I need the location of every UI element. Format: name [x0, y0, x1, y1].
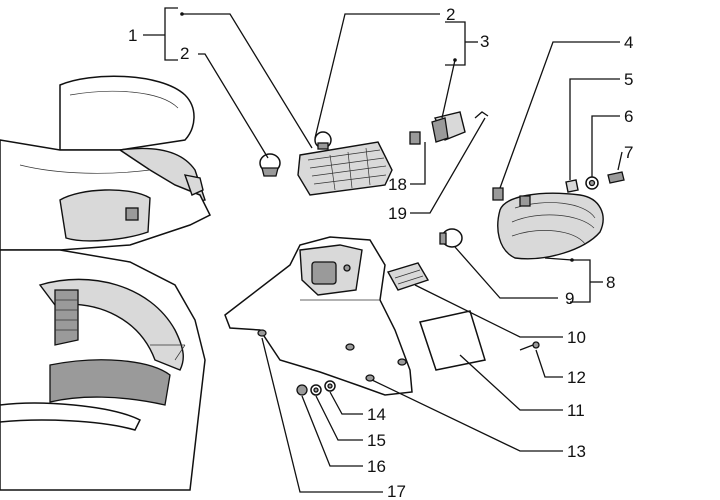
- callout-3: 3: [480, 32, 489, 51]
- callout-2: 2: [180, 44, 189, 63]
- callout-19: 19: [388, 204, 407, 223]
- callout-15: 15: [367, 431, 386, 450]
- callout-11: 11: [567, 401, 585, 420]
- callout-14: 14: [367, 405, 386, 424]
- callout-5: 5: [624, 70, 633, 89]
- callout-9: 9: [565, 289, 574, 308]
- callout-labels: 1 2 2 3 4 5 6 7 8 9 10 11 12 13 14 15 16…: [128, 5, 633, 500]
- callout-16: 16: [367, 457, 386, 476]
- scooter-body-outline: [0, 75, 212, 491]
- lamp-assembly-front: [297, 131, 393, 196]
- callout-7: 7: [624, 143, 633, 162]
- rear-fender-holder: [224, 236, 540, 396]
- callout-2: 2: [446, 5, 455, 24]
- callout-10: 10: [567, 328, 586, 347]
- callout-12: 12: [567, 368, 586, 387]
- callout-17: 17: [387, 482, 406, 500]
- callout-13: 13: [567, 442, 586, 461]
- tail-lamp-assembly: [439, 171, 625, 260]
- callout-1: 1: [128, 26, 137, 45]
- callout-8: 8: [606, 273, 615, 292]
- callout-4: 4: [624, 33, 633, 52]
- bulb-socket: [409, 111, 489, 145]
- callout-6: 6: [624, 107, 633, 126]
- leader-lines: [143, 7, 623, 493]
- small-bulb-left: [259, 153, 281, 177]
- callout-18: 18: [388, 175, 407, 194]
